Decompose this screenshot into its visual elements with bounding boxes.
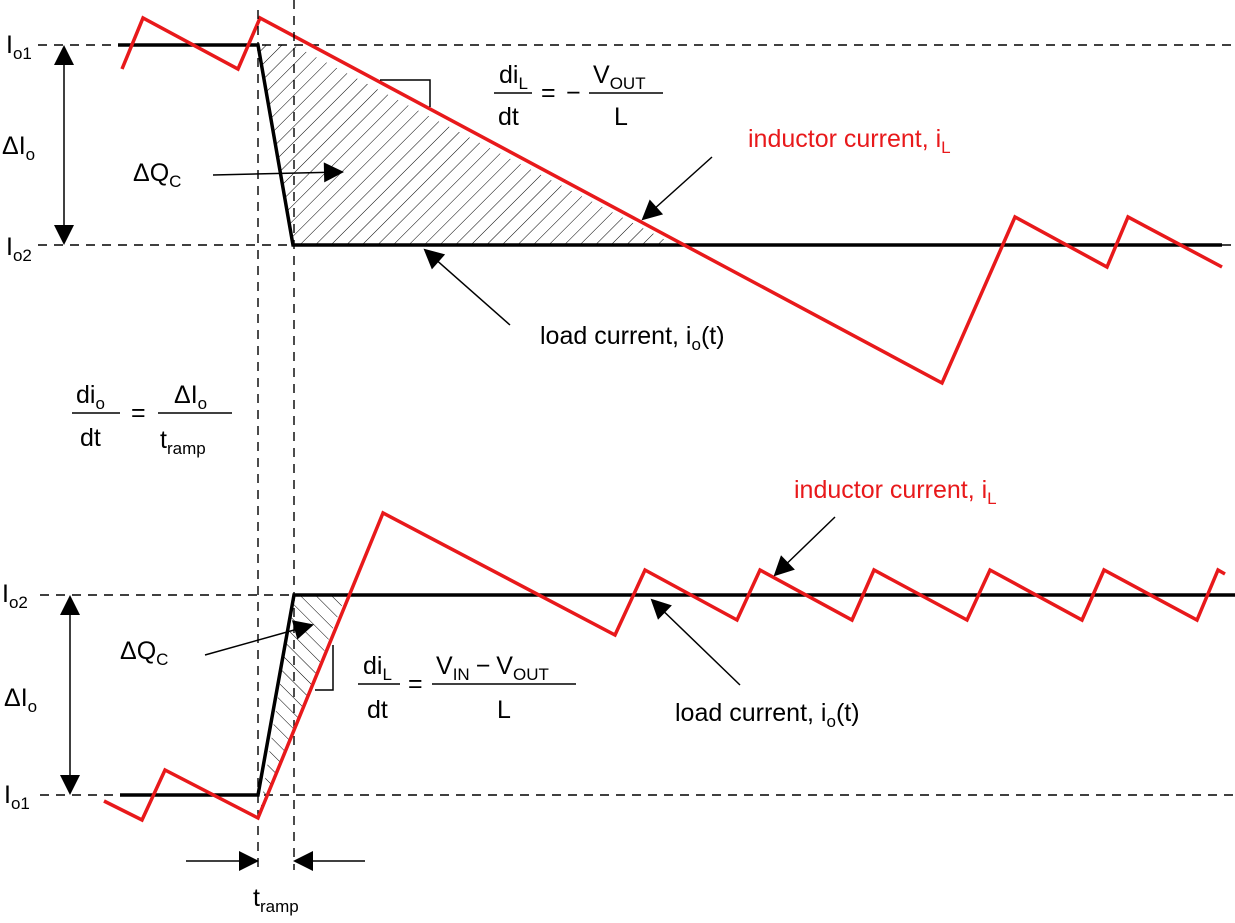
top-io2-label: Io2 — [6, 233, 32, 265]
svg-text:diL: diL — [363, 652, 392, 684]
bottom-inductor-current-trace — [103, 510, 1226, 823]
bottom-delta-qc-arrow — [204, 620, 314, 656]
svg-text:=: = — [541, 79, 556, 107]
top-load-label: load current, io(t) — [540, 322, 725, 354]
svg-text:VOUT: VOUT — [593, 61, 646, 93]
svg-text:L: L — [614, 103, 628, 131]
bottom-io2-label: Io2 — [2, 580, 28, 612]
svg-text:L: L — [497, 696, 511, 724]
svg-text:dio: dio — [76, 381, 105, 413]
svg-text:dt: dt — [367, 696, 388, 724]
svg-text:−: − — [566, 79, 581, 107]
top-delta-io-label: ΔIo — [2, 132, 35, 164]
bottom-inductor-label: inductor current, iL — [794, 476, 997, 508]
bottom-slope-equation: diL dt = VIN−VOUT L — [358, 652, 576, 724]
svg-text:tramp: tramp — [160, 426, 206, 458]
top-delta-qc-region — [258, 45, 675, 245]
svg-text:=: = — [408, 670, 423, 698]
top-inductor-current-trace — [120, 15, 1223, 386]
bottom-delta-io-label: ΔIo — [4, 684, 37, 716]
bottom-io1-label: Io1 — [4, 781, 30, 813]
bottom-load-arrow — [650, 598, 741, 686]
bottom-load-label: load current, io(t) — [675, 699, 860, 731]
top-inductor-label: inductor current, iL — [748, 125, 951, 157]
svg-text:=: = — [131, 399, 146, 427]
top-panel: Io1 Io2 ΔIo ΔQC diL dt = − VOUT L — [2, 15, 1235, 386]
bottom-slope-mark — [315, 645, 334, 691]
top-delta-qc-label: ΔQC — [133, 159, 181, 191]
tramp-label: tramp — [253, 884, 299, 916]
svg-text:diL: diL — [499, 61, 528, 93]
ramp-rate-equation: dio dt = ΔIo tramp — [72, 381, 232, 458]
top-load-arrow — [423, 248, 511, 326]
svg-text:ΔIo: ΔIo — [174, 381, 207, 413]
bottom-load-current-trace — [120, 593, 1235, 797]
svg-text:VIN−VOUT: VIN−VOUT — [436, 652, 549, 684]
bottom-inductor-arrow — [773, 516, 836, 577]
top-delta-qc-arrow — [212, 162, 344, 183]
top-slope-mark — [380, 79, 431, 107]
bottom-delta-qc-label: ΔQC — [120, 637, 168, 669]
svg-text:dt: dt — [498, 103, 519, 131]
top-load-current-trace — [118, 43, 1222, 247]
svg-text:dt: dt — [80, 424, 101, 452]
bottom-panel: Io2 Io1 ΔIo ΔQC diL dt = VIN−VOUT L — [2, 476, 1235, 916]
top-io1-label: Io1 — [6, 31, 32, 63]
top-inductor-arrow — [641, 156, 713, 221]
top-slope-equation: diL dt = − VOUT L — [494, 61, 663, 131]
